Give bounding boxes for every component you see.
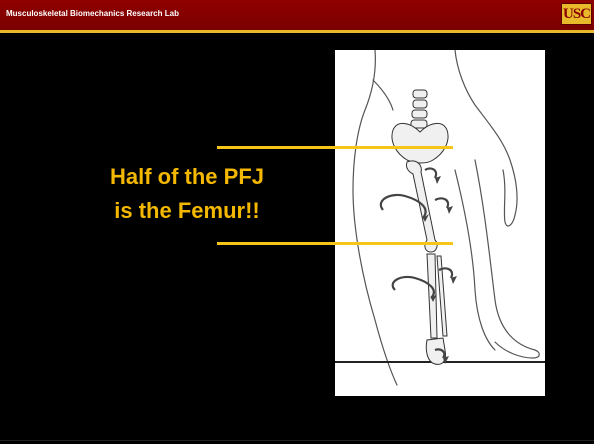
- headline-line-2: is the Femur!!: [62, 194, 312, 228]
- slide-headline: Half of the PFJ is the Femur!!: [62, 160, 312, 228]
- skeleton-leg-rotation-icon: [335, 50, 545, 396]
- callout-line-bottom: [217, 242, 453, 245]
- callout-line-top: [217, 146, 453, 149]
- bottom-divider: [0, 440, 594, 441]
- header-divider: [0, 30, 594, 33]
- headline-line-1: Half of the PFJ: [62, 160, 312, 194]
- skeleton-leg-figure: [335, 50, 545, 396]
- slide-header: Musculoskeletal Biomechanics Research La…: [0, 0, 594, 30]
- header-title: Musculoskeletal Biomechanics Research La…: [6, 9, 179, 18]
- usc-logo: USC: [561, 3, 592, 25]
